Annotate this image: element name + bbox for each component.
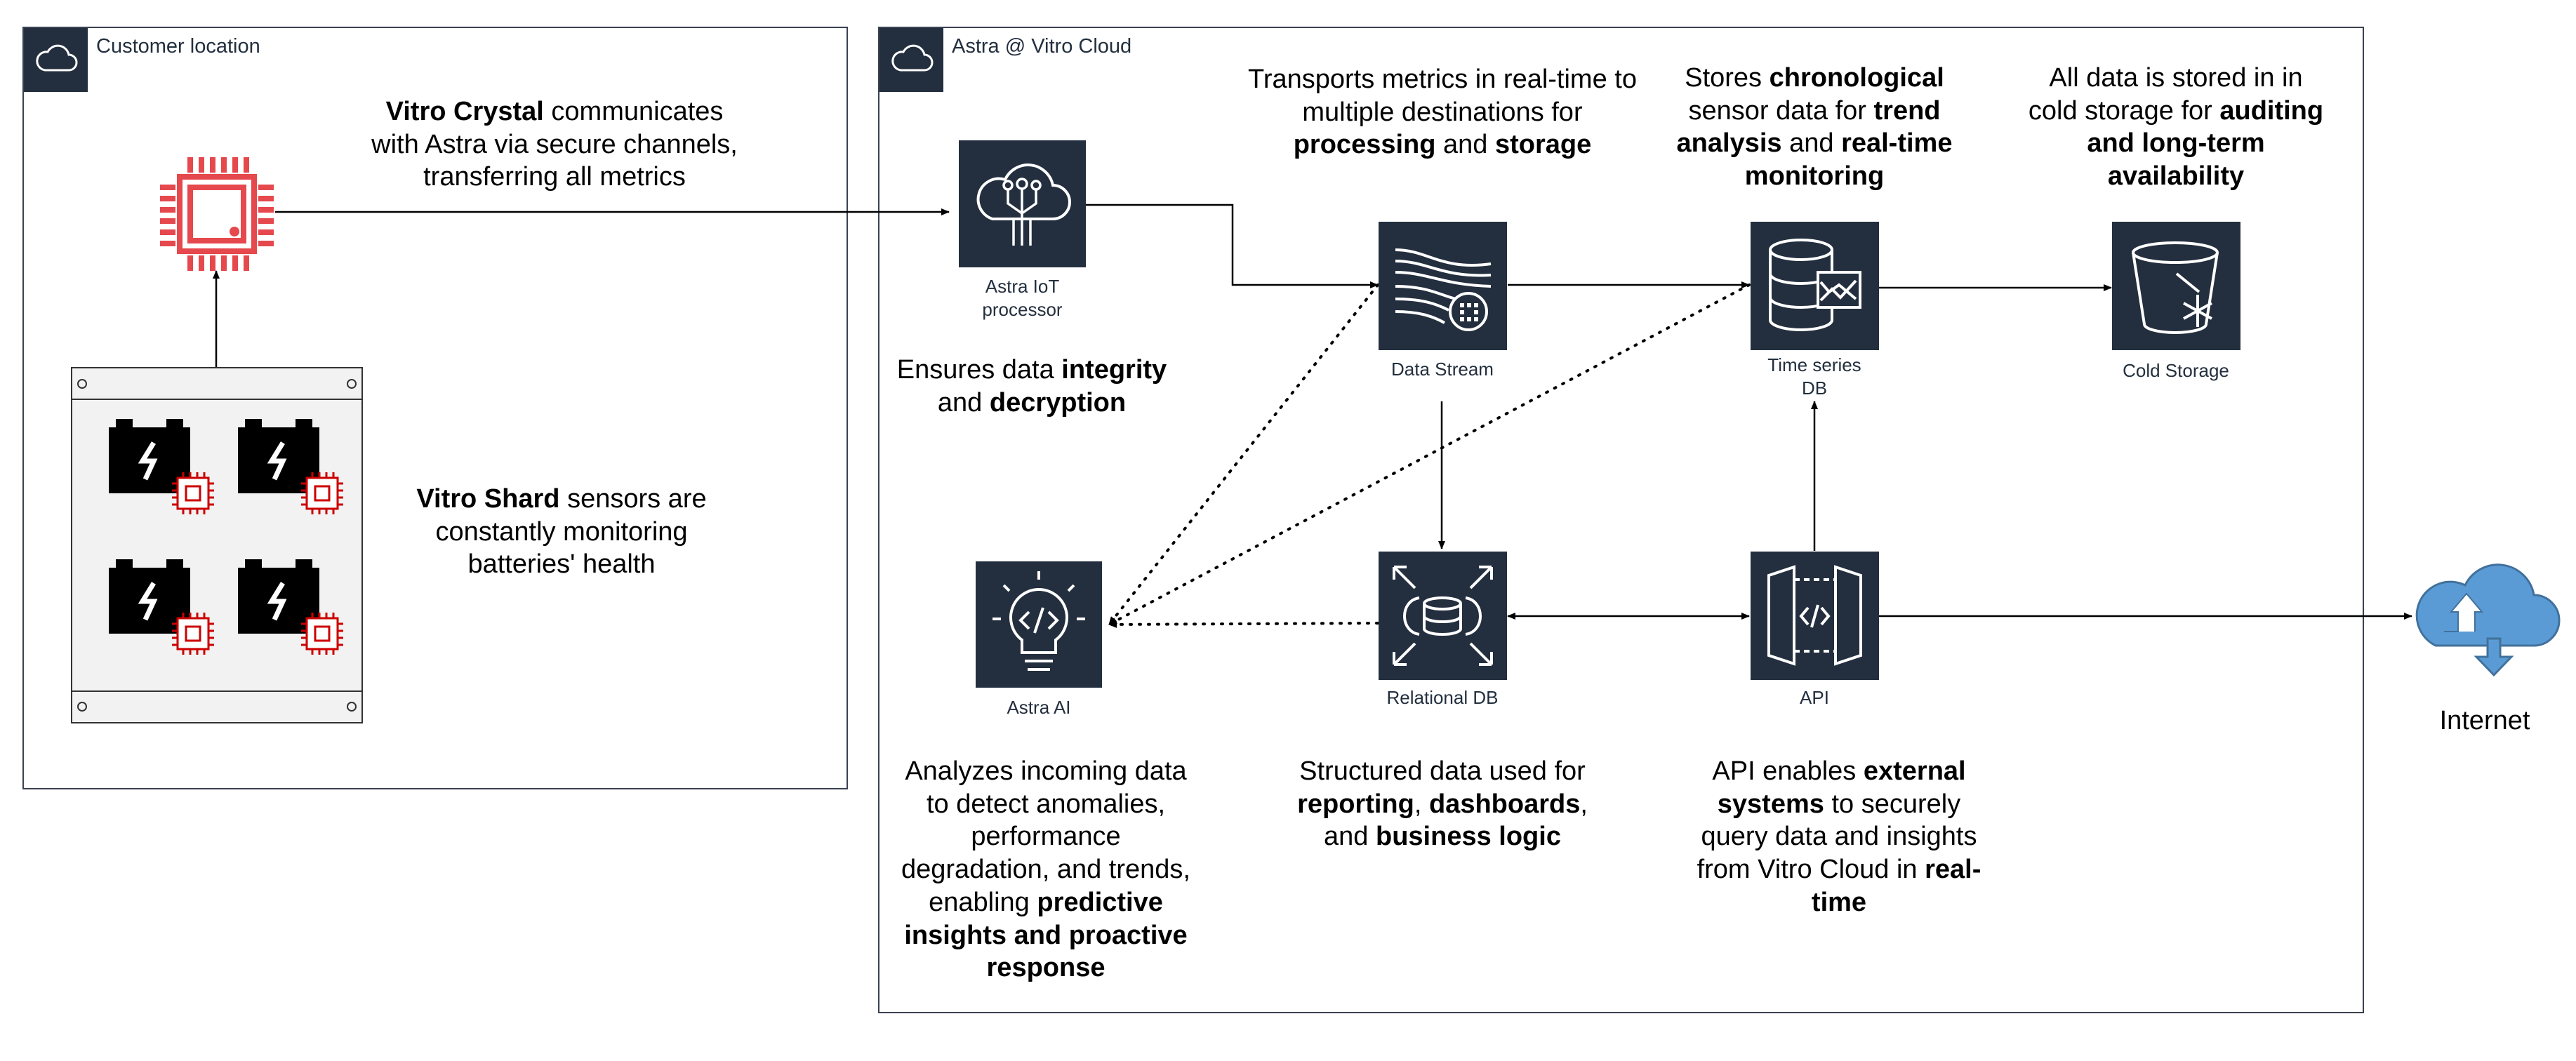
internet-node[interactable] (2408, 533, 2562, 702)
api-label: API (1800, 687, 1829, 708)
cold-storage-node[interactable] (2112, 222, 2240, 350)
customer-location-label: Customer location (96, 35, 260, 58)
stores-note: Stores chronological sensor data for tre… (1676, 63, 1953, 192)
bucket-snowflake-icon (2132, 241, 2219, 334)
iot-processor-label: Astra IoT processor (982, 276, 1063, 320)
edge-iot-stream (1084, 203, 1379, 288)
astra-ai-node[interactable] (976, 561, 1102, 688)
battery-rack-graphic (72, 379, 361, 712)
relational-db-node[interactable] (1379, 552, 1507, 680)
iot-cloud-icon (976, 164, 1071, 246)
time-series-db-label: Time series DB (1767, 354, 1861, 399)
cold-storage-label: Cold Storage (2123, 360, 2229, 381)
astra-ai-label: Astra AI (1007, 697, 1071, 718)
stream-icon (1395, 248, 1492, 331)
api-gateway-icon (1767, 565, 1862, 666)
structured-note: Structured data used for reporting, dash… (1297, 756, 1588, 852)
vitro-cloud-group: Astra @ Vitro Cloud (878, 27, 2364, 1013)
relational-db-label: Relational DB (1386, 687, 1499, 708)
data-stream-label: Data Stream (1391, 359, 1494, 380)
cold-storage-note: All data is stored in in cold storage fo… (2028, 63, 2324, 192)
shard-note: Vitro Shard sensors are constantly monit… (416, 484, 707, 580)
transport-note: Transports metrics in real-time to multi… (1248, 65, 1637, 160)
internet-label: Internet (2439, 706, 2530, 735)
api-note: API enables external systems to securely… (1697, 756, 1981, 917)
integrity-note: Ensures data integrity and decryption (896, 355, 1167, 418)
timeseries-database-icon (1769, 239, 1861, 331)
chip-icon (160, 157, 274, 271)
cloud-icon (24, 28, 88, 92)
time-series-db-node[interactable] (1751, 222, 1879, 350)
customer-location-group: Customer location (22, 27, 848, 789)
data-stream-node[interactable] (1379, 222, 1507, 350)
vitro-crystal-node[interactable] (157, 154, 277, 274)
edge-timeseries-ai (1108, 283, 1751, 626)
analyzes-note: Analyzes incoming data to detect anomali… (901, 756, 1190, 983)
battery-icon (109, 419, 319, 634)
edge-relational-ai (1108, 620, 1379, 628)
database-icon (1393, 566, 1493, 666)
edge-stream-ai (1108, 283, 1379, 626)
cloud-icon (879, 28, 943, 92)
api-node[interactable] (1751, 552, 1879, 680)
lightbulb-code-icon (992, 571, 1085, 671)
crystal-note: Vitro Crystal communicates with Astra vi… (371, 97, 738, 192)
battery-rack[interactable] (71, 367, 363, 723)
sensor-chip-icon (172, 472, 343, 655)
vitro-cloud-label: Astra @ Vitro Cloud (952, 35, 1132, 58)
iot-processor-node[interactable] (959, 140, 1086, 267)
internet-cloud-icon (2415, 563, 2561, 677)
